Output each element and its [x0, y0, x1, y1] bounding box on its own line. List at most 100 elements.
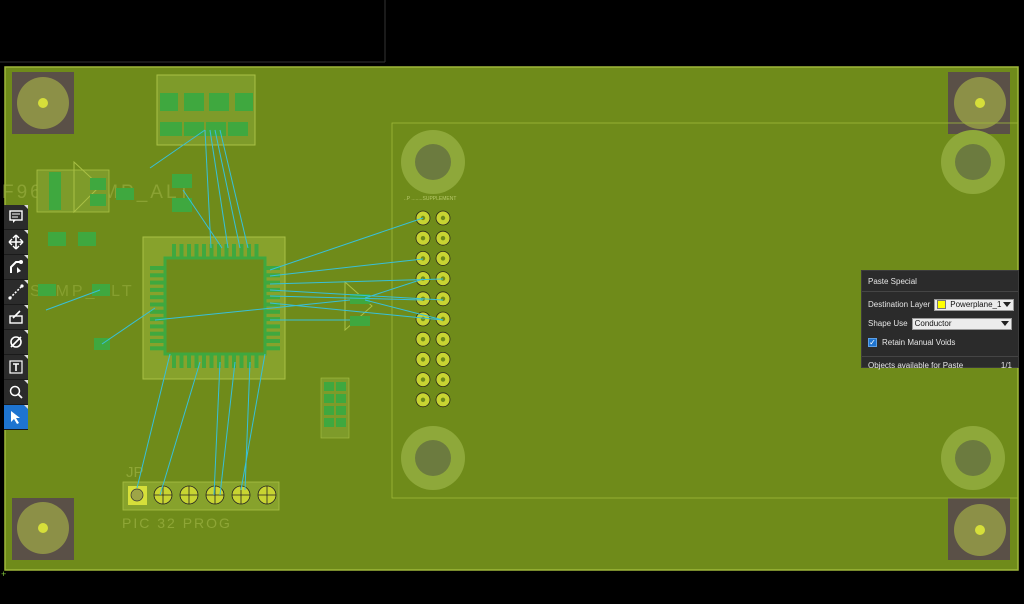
mcu-pin	[150, 266, 164, 270]
interactive-routing-icon	[10, 260, 23, 273]
mcu-pin	[247, 244, 251, 257]
display-mount-holes	[401, 130, 1005, 490]
retain-voids-label: Retain Manual Voids	[882, 338, 956, 347]
header-pin	[435, 351, 451, 367]
header-pin	[415, 271, 431, 287]
select-icon	[11, 411, 20, 424]
move-icon	[8, 234, 24, 250]
prog-pin	[179, 485, 199, 505]
retain-voids-checkbox[interactable]: ✓	[868, 337, 877, 347]
mcu-pin	[254, 355, 259, 368]
zoom-tool-button[interactable]	[4, 380, 28, 405]
place-text-icon	[9, 360, 23, 374]
programming-header	[122, 481, 280, 511]
chevron-down-icon	[1001, 321, 1009, 326]
mcu-pin	[150, 309, 164, 314]
mcu-pin	[266, 339, 280, 343]
mcu-pin	[150, 287, 164, 292]
mcu-pin	[232, 244, 236, 257]
resistor-array	[320, 377, 350, 439]
mcu-pin	[150, 317, 164, 322]
mcu-pin	[217, 244, 221, 257]
destination-layer-select[interactable]: Powerplane_1	[934, 298, 1015, 311]
mcu-pin	[224, 244, 229, 257]
comparator-component	[344, 280, 373, 332]
mcu-pin	[150, 324, 164, 329]
mcu-pin	[150, 339, 164, 343]
objects-label: Objects available for Paste	[868, 361, 964, 370]
shape-use-label: Shape Use	[868, 319, 908, 328]
header-pin	[435, 392, 451, 408]
header-pin	[415, 351, 431, 367]
route-multiple-icon	[8, 284, 24, 300]
active-bar-toolbar	[4, 205, 28, 430]
mcu-pin	[172, 355, 176, 368]
header-label: PIC 32 PROG	[122, 515, 232, 531]
mounting-hole-tr	[948, 72, 1010, 134]
header-pin	[435, 331, 451, 347]
zoom-icon	[9, 385, 23, 399]
mcu-pin	[209, 355, 214, 368]
mcu-pin	[150, 346, 164, 351]
mcu-pin	[150, 331, 164, 336]
mcu-pin	[150, 295, 164, 300]
mcu-pin	[239, 355, 244, 368]
pin-header-caption: ..P ........SUPPLEMENT	[404, 196, 456, 202]
header-pin	[415, 230, 431, 246]
mcu-pin	[217, 355, 221, 368]
header-pin	[415, 331, 431, 347]
mcu-pin	[247, 355, 251, 368]
mcu-pin	[202, 355, 206, 368]
comment-tool-button[interactable]	[4, 205, 28, 230]
mcu-pin	[150, 280, 164, 285]
mcu-pin	[194, 355, 199, 368]
destination-layer-value: Powerplane_1	[950, 300, 1002, 309]
place-via-tool-button[interactable]	[4, 330, 28, 355]
shape-use-row: Shape Use Conductor	[862, 314, 1018, 333]
select-tool-button[interactable]	[4, 405, 28, 430]
ratsnest-lines	[45, 129, 444, 496]
header-pin	[415, 392, 431, 408]
mcu-pin	[266, 302, 280, 307]
destination-layer-row: Destination Layer Powerplane_1	[862, 295, 1018, 314]
place-fill-icon	[9, 310, 23, 324]
mcu-pin	[266, 346, 280, 351]
header-pin	[415, 372, 431, 388]
mounting-hole-br	[948, 498, 1010, 560]
header-pin	[435, 372, 451, 388]
header-pin	[435, 250, 451, 266]
mcu-pin	[254, 244, 259, 257]
move-tool-button[interactable]	[4, 230, 28, 255]
prog-pin	[153, 485, 173, 505]
mcu-pin	[232, 355, 236, 368]
chevron-down-icon	[1003, 302, 1012, 307]
mcu-pin	[266, 317, 280, 322]
mcu-pin	[179, 244, 184, 257]
mcu-pin	[266, 280, 280, 285]
shape-use-select[interactable]: Conductor	[911, 317, 1012, 330]
mcu-pin	[224, 355, 229, 368]
place-text-tool-button[interactable]	[4, 355, 28, 380]
panel-title: Paste Special	[862, 271, 1018, 292]
mcu-pin	[266, 295, 280, 300]
header-pin	[435, 271, 451, 287]
mcu-pin	[266, 309, 280, 314]
header-pin	[435, 210, 451, 226]
mcu-pin	[239, 244, 244, 257]
mounting-hole-tl	[12, 72, 74, 134]
mounting-hole-bl	[12, 498, 74, 560]
layer-color-swatch	[937, 300, 947, 309]
mcu-pin	[172, 244, 176, 257]
power-connector	[156, 74, 256, 146]
mcu-chip	[142, 236, 286, 380]
mcu-pin	[209, 244, 214, 257]
prog-pin	[257, 485, 277, 505]
route-multiple-tool-button[interactable]	[4, 280, 28, 305]
objects-count: 1/1	[1000, 361, 1012, 370]
mcu-pin	[202, 244, 206, 257]
header-pin	[435, 230, 451, 246]
place-fill-tool-button[interactable]	[4, 305, 28, 330]
interactive-routing-tool-button[interactable]	[4, 255, 28, 280]
retain-voids-row[interactable]: ✓ Retain Manual Voids	[862, 333, 1018, 352]
